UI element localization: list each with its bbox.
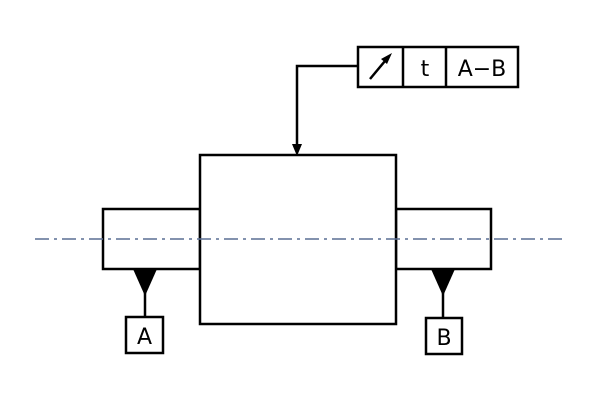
datum-b-label: B bbox=[436, 326, 451, 351]
tolerance-value: t bbox=[421, 57, 430, 82]
datum-reference: A−B bbox=[458, 57, 507, 82]
feature-control-frame: t A−B bbox=[356, 45, 520, 89]
datum-b-box bbox=[424, 316, 464, 356]
leader-arrowhead bbox=[292, 144, 302, 156]
fcf-outline bbox=[356, 45, 520, 89]
datum-a-box bbox=[124, 315, 165, 355]
circular-runout-arrow-icon bbox=[369, 53, 392, 80]
datum-b: B bbox=[424, 269, 464, 356]
datum-a: A bbox=[124, 269, 165, 355]
datum-a-label: A bbox=[137, 325, 152, 350]
datum-b-triangle bbox=[431, 269, 455, 296]
datum-a-triangle bbox=[133, 269, 157, 296]
leader-line bbox=[292, 64, 358, 156]
